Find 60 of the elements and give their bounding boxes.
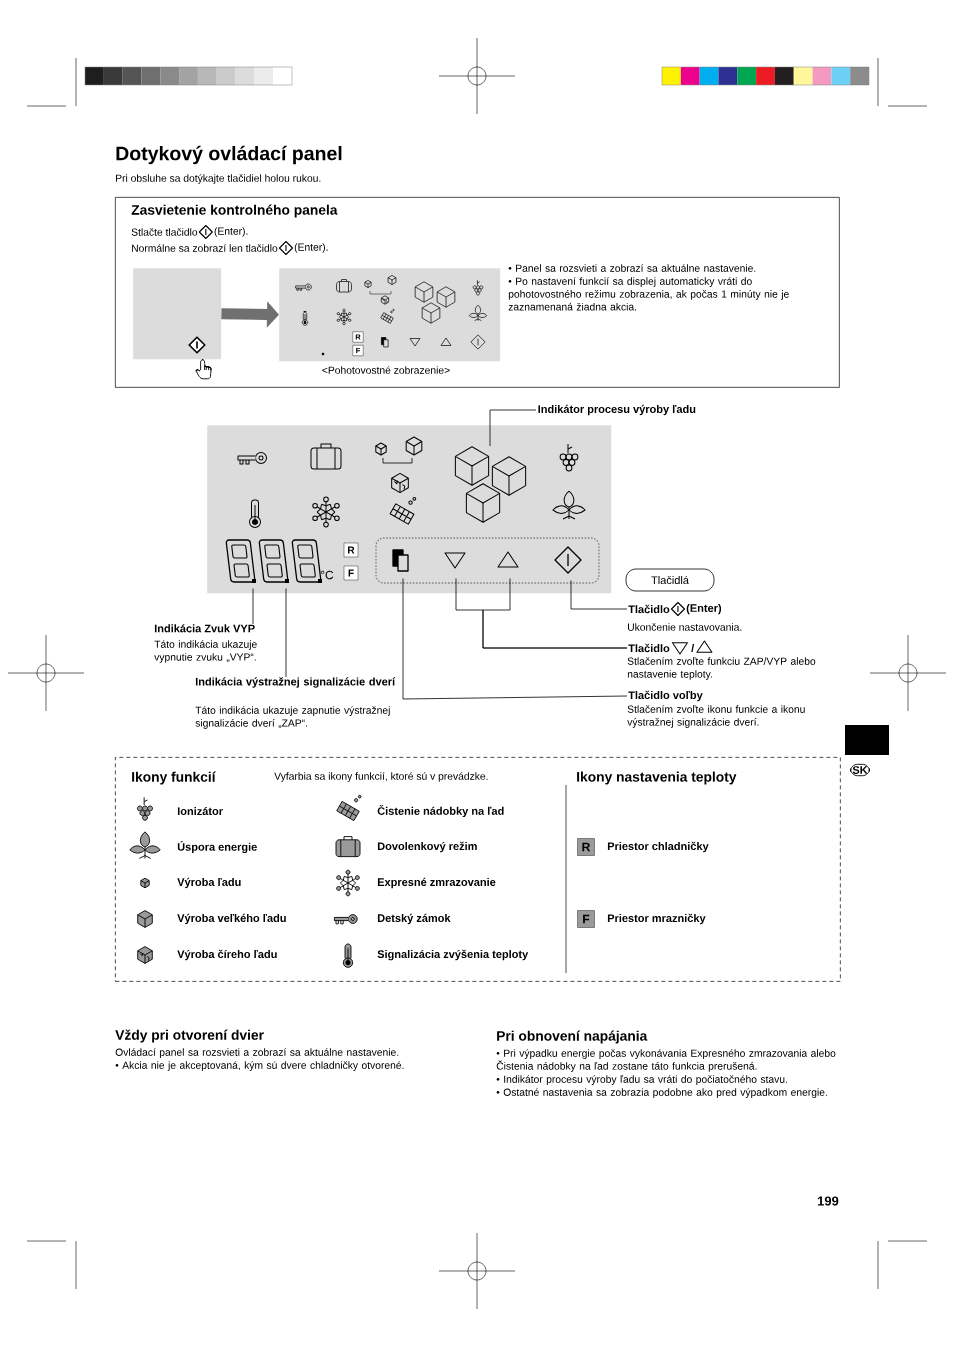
body-text: Ovládací panel sa rozsvieti a zobrazí sa aktuálne nastavenie.: [115, 1048, 399, 1058]
page-number: 199: [817, 1196, 839, 1206]
legend-item-text: Priestor mrazničky: [607, 913, 706, 925]
legend-item-text: Výroba veľkého ľadu: [177, 913, 286, 925]
leader-line: [402, 578, 628, 700]
callout-heading: (Enter): [686, 603, 722, 615]
bullet-text: • Po nastavení funkcií sa displej automaticky vráti do pohotovostného režimu zobrazenia, ak počas 1 minúty nie je zaznamenaná žiadna akcia.: [508, 277, 789, 311]
instruction-text: Stlačte tlačidlo: [131, 228, 198, 236]
instruction-text: (Enter).: [214, 227, 248, 237]
bullet-text: • Panel sa rozsvieti a zobrazí sa aktuálne nastavenie.: [508, 264, 756, 272]
tag-box: Tlačidlá: [625, 568, 715, 592]
legend-item-text: Detský zámok: [377, 913, 451, 925]
legend-item-text: Úspora energie: [177, 841, 257, 854]
callout-heading: Indikácia Zvuk VYP: [154, 624, 255, 633]
legend-item-text: Výroba ľadu: [177, 877, 241, 889]
section-heading: Zasvietenie kontrolného panela: [131, 204, 338, 218]
bullet-text: • Pri výpadku energie počas vykonávania Expresného zmrazovania alebo Čistenia nádobky na ľad zostane táto funkcia prerušená.: [496, 1049, 836, 1072]
callout-heading: Tlačidlo: [628, 604, 670, 614]
unit-text: °C: [320, 570, 334, 580]
leader-line: [252, 588, 254, 625]
note-text: Vyfarbia sa ikony funkcií, ktoré sú v prevádzke.: [274, 772, 488, 782]
legend-item-text: Signalizácia zvýšenia teploty: [377, 949, 529, 961]
title: Dotykový ovládací panel: [116, 145, 342, 165]
section-heading: Ikony funkcií: [132, 771, 216, 785]
language-badge: SK: [850, 763, 870, 777]
letter-box: F: [577, 910, 595, 928]
callout-heading: Indikátor procesu výroby ľadu: [538, 404, 696, 416]
leader-line: [570, 580, 628, 610]
leader-line: [285, 588, 287, 678]
panel-caption: <Pohotovostné zobrazenie>: [322, 366, 450, 374]
bullet-text: • Ostatné nastavenia sa zobrazia podobne ako pred výpadkom energie.: [496, 1088, 827, 1098]
leader-line: [482, 578, 628, 649]
section-heading: Pri obnovení napájania: [497, 1030, 648, 1044]
legend-item-text: Priestor chladničky: [607, 841, 709, 853]
callout-heading: Tlačidlo: [628, 643, 670, 653]
letter-box: R: [577, 838, 595, 856]
callout-heading: Indikácia výstražnej signalizácie dverí: [195, 677, 396, 688]
legend-item-text: Ionizátor: [177, 806, 223, 816]
bullet-text: • Indikátor procesu výroby ľadu sa vráti do počiatočného stavu.: [496, 1075, 787, 1085]
letter-box: F: [343, 565, 359, 581]
instruction-text: Normálne sa zobrazí len tlačidlo: [132, 244, 278, 252]
instruction-text: (Enter).: [294, 243, 328, 253]
callout-heading: /: [691, 643, 695, 653]
legend-item-text: Dovolenkový režim: [377, 841, 477, 853]
callout-text: Táto indikácia ukazuje zapnutie výstražnej signalizácie dverí „ZAP“.: [195, 706, 390, 729]
callout-text: Ukončenie nastavovania.: [628, 623, 742, 631]
section-heading: Vždy pri otvorení dvier: [115, 1029, 264, 1043]
subtitle: Pri obsluhe sa dotýkajte tlačidiel holou rukou.: [116, 174, 321, 184]
section-heading: Ikony nastavenia teploty: [577, 771, 737, 785]
legend-item-text: Expresné zmrazovanie: [377, 877, 496, 889]
panel-drawing: [133, 268, 222, 360]
legend-item-text: Výroba číreho ľadu: [177, 949, 277, 961]
callout-text: Táto indikácia ukazuje vypnutie zvuku „VYP“.: [154, 640, 257, 663]
leader-line: [489, 409, 537, 447]
bullet-text: • Akcia nie je akceptovaná, kým sú dvere chladničky otvorené.: [115, 1061, 404, 1071]
callout-heading: Tlačidlo voľby: [628, 690, 703, 702]
legend-item-text: Čistenie nádobky na ľad: [377, 804, 504, 818]
letter-box: R: [343, 542, 359, 558]
callout-text: Stlačením zvoľte ikonu funkcie a ikonu výstražnej signalizácie dverí.: [627, 705, 805, 728]
callout-text: Stlačením zvoľte funkciu ZAP/VYP alebo nastavenie teploty.: [627, 657, 816, 680]
